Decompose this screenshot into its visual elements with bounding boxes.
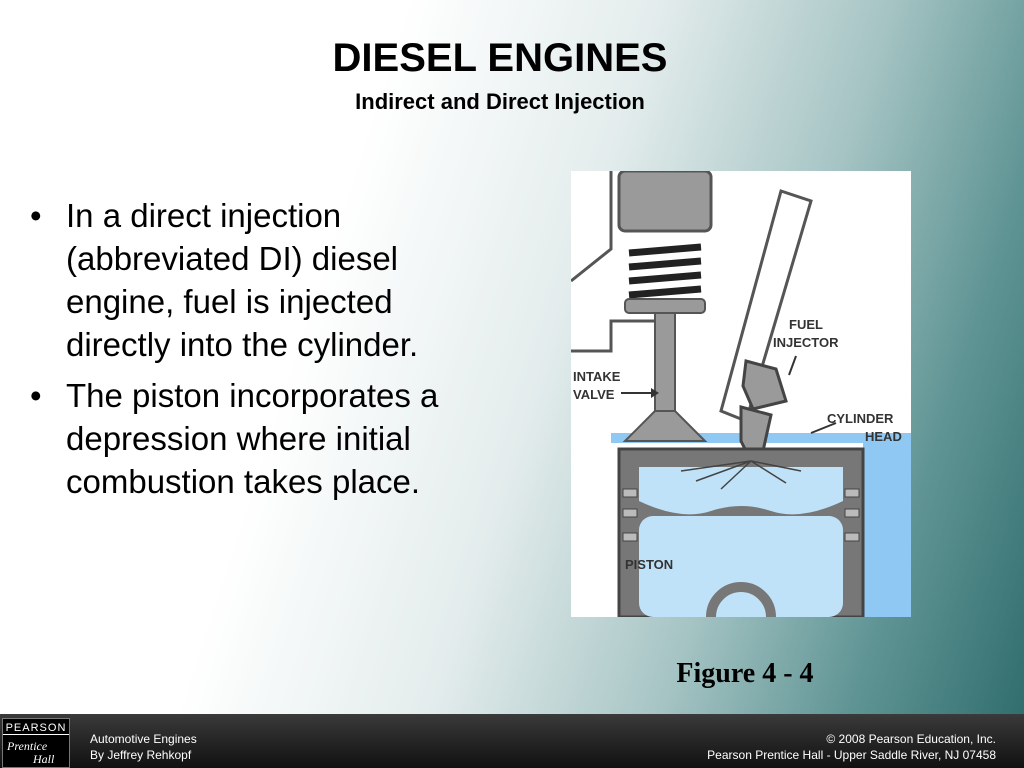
valve-top-cap bbox=[617, 171, 713, 233]
label-fuel: FUEL bbox=[789, 317, 823, 332]
engine-figure: FUEL INJECTOR INTAKE VALVE CYLINDER HEAD… bbox=[571, 171, 911, 617]
valve-spring bbox=[628, 243, 702, 299]
bullet-text: The piston incorporates a depression whe… bbox=[66, 377, 439, 500]
figure-caption: Figure 4 - 4 bbox=[676, 658, 814, 689]
engine-diagram: FUEL INJECTOR INTAKE VALVE CYLINDER HEAD… bbox=[571, 171, 911, 617]
injector-nut bbox=[741, 359, 788, 411]
intake-arrow-head-icon bbox=[651, 388, 659, 398]
piston-bowl bbox=[639, 467, 843, 515]
cylinder-head-outline bbox=[571, 171, 656, 353]
valve-stem bbox=[654, 312, 676, 419]
bullet-item: • In a direct injection (abbreviated DI)… bbox=[28, 194, 498, 366]
valve-head bbox=[622, 410, 708, 442]
head-arrow bbox=[810, 422, 837, 434]
label-injector: INJECTOR bbox=[773, 335, 839, 350]
label-piston: PISTON bbox=[625, 557, 673, 572]
label-valve: VALVE bbox=[573, 387, 615, 402]
label-cylinder: CYLINDER bbox=[827, 411, 894, 426]
bullet-list: • In a direct injection (abbreviated DI)… bbox=[28, 194, 498, 511]
footer-right: © 2008 Pearson Education, Inc. Pearson P… bbox=[707, 731, 996, 763]
ring-grooves bbox=[622, 488, 860, 542]
bullet-icon: • bbox=[30, 377, 42, 414]
bullet-icon: • bbox=[30, 197, 42, 234]
footer-publisher: Pearson Prentice Hall - Upper Saddle Riv… bbox=[707, 748, 996, 762]
wrist-pin bbox=[706, 582, 776, 617]
coolant-right bbox=[863, 441, 911, 617]
pearson-logo: PEARSON Prentice Hall bbox=[2, 718, 70, 768]
spring-retainer bbox=[624, 298, 706, 314]
piston-inner bbox=[639, 516, 843, 617]
footer-left: Automotive Engines By Jeffrey Rehkopf bbox=[90, 731, 197, 763]
footer-author: By Jeffrey Rehkopf bbox=[90, 748, 192, 762]
slide-title: DIESEL ENGINES bbox=[332, 36, 668, 80]
bullet-text: In a direct injection (abbreviated DI) d… bbox=[66, 197, 419, 363]
slide-subtitle: Indirect and Direct Injection bbox=[355, 89, 645, 114]
label-head: HEAD bbox=[865, 429, 902, 444]
fuel-arrow bbox=[788, 355, 797, 376]
footer-copyright: © 2008 Pearson Education, Inc. bbox=[826, 732, 996, 746]
label-intake: INTAKE bbox=[573, 369, 621, 384]
footer-course: Automotive Engines bbox=[90, 732, 197, 746]
fuel-spray bbox=[680, 460, 802, 490]
bullet-item: • The piston incorporates a depression w… bbox=[28, 374, 498, 503]
footer-bar bbox=[0, 714, 1024, 768]
